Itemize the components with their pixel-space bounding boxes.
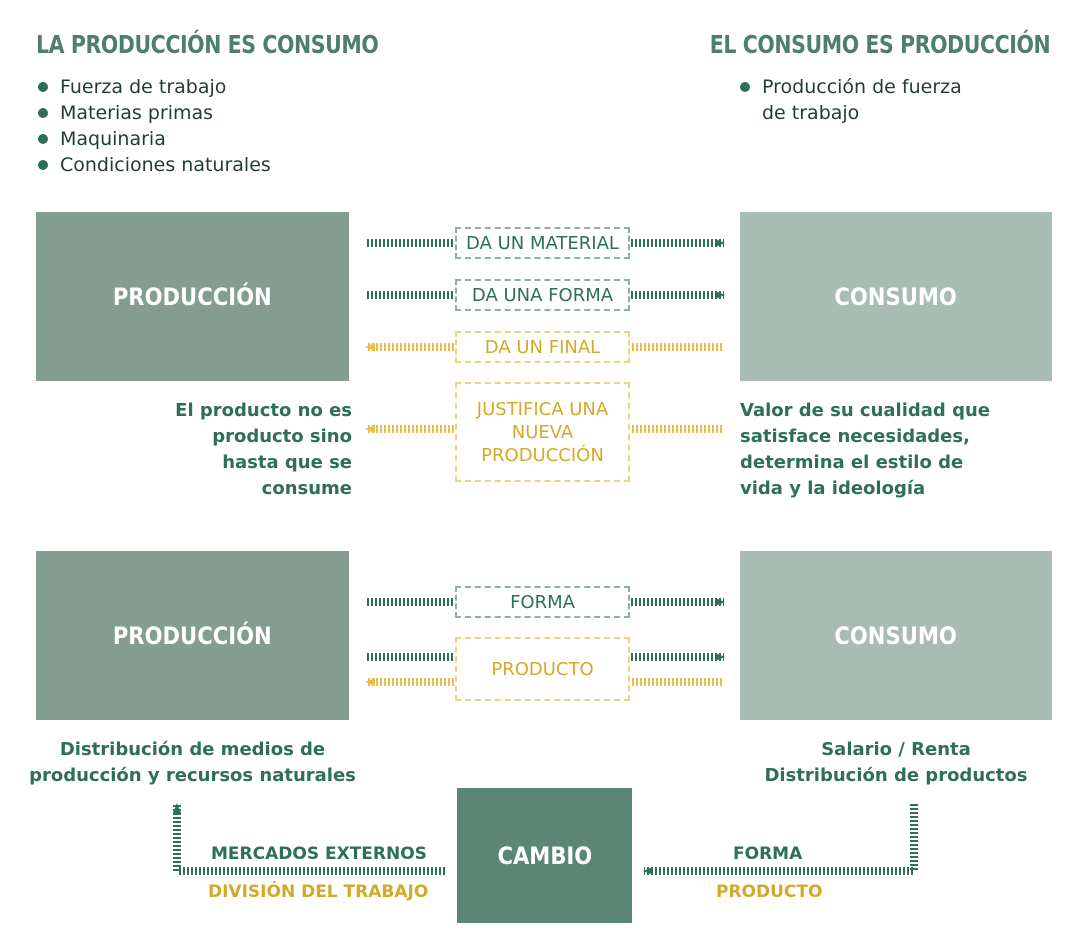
production-bullet-list: Fuerza de trabajo Materias primas Maquin…	[36, 74, 356, 178]
consumption-bullet-list: Producción de fuerza de trabajo	[738, 74, 983, 126]
consumo-box-2: CONSUMO	[740, 551, 1052, 720]
note-distribucion-medios: Distribución de medios de producción y r…	[29, 739, 356, 786]
consumo-label: CONSUMO	[834, 282, 958, 311]
produccion-label: PRODUCCIÓN	[113, 621, 272, 650]
title-production-is-consumption: LA PRODUCCIÓN ES CONSUMO	[36, 30, 379, 59]
bullet-item: Maquinaria	[36, 126, 356, 152]
label-da-un-final: DA UN FINAL	[455, 331, 630, 363]
cambio-box: CAMBIO	[457, 788, 632, 923]
note-producto-consume: El producto no es producto sino hasta qu…	[175, 400, 352, 499]
label-text: DA UNA FORMA	[471, 284, 614, 306]
label-text: FORMA	[510, 591, 575, 613]
label-forma: FORMA	[455, 586, 630, 618]
arrow-cambio-left	[173, 803, 445, 875]
label-text: JUSTIFICA UNA NUEVA PRODUCCIÓN	[476, 398, 609, 466]
label-division-trabajo: DIVISIÓN DEL TRABAJO	[208, 882, 429, 902]
label-mercados-externos: MERCADOS EXTERNOS	[211, 844, 427, 864]
produccion-label: PRODUCCIÓN	[113, 282, 272, 311]
bullet-item: Fuerza de trabajo	[36, 74, 356, 100]
label-text: DA UN MATERIAL	[466, 232, 619, 254]
consumo-label: CONSUMO	[834, 621, 958, 650]
note-valor-cualidad: Valor de su cualidad que satisface neces…	[740, 400, 990, 499]
consumo-box-1: CONSUMO	[740, 212, 1052, 381]
bullet-item: Materias primas	[36, 100, 356, 126]
label-producto: PRODUCTO	[455, 637, 630, 701]
label-da-un-material: DA UN MATERIAL	[455, 227, 630, 259]
note-salario-renta: Salario / Renta Distribución de producto…	[764, 739, 1028, 786]
bullet-item: Producción de fuerza de trabajo	[738, 74, 983, 126]
label-justifica: JUSTIFICA UNA NUEVA PRODUCCIÓN	[455, 382, 630, 482]
bullet-item: Condiciones naturales	[36, 152, 356, 178]
produccion-box-1: PRODUCCIÓN	[36, 212, 349, 381]
label-text: DA UN FINAL	[484, 336, 601, 358]
label-da-una-forma: DA UNA FORMA	[455, 279, 630, 311]
label-producto-cambio: PRODUCTO	[716, 882, 823, 902]
label-text: PRODUCTO	[491, 658, 594, 680]
title-consumption-is-production: EL CONSUMO ES PRODUCCIÓN	[709, 30, 1051, 59]
cambio-label: CAMBIO	[497, 841, 592, 870]
produccion-box-2: PRODUCCIÓN	[36, 551, 349, 720]
label-forma-cambio: FORMA	[733, 844, 803, 864]
